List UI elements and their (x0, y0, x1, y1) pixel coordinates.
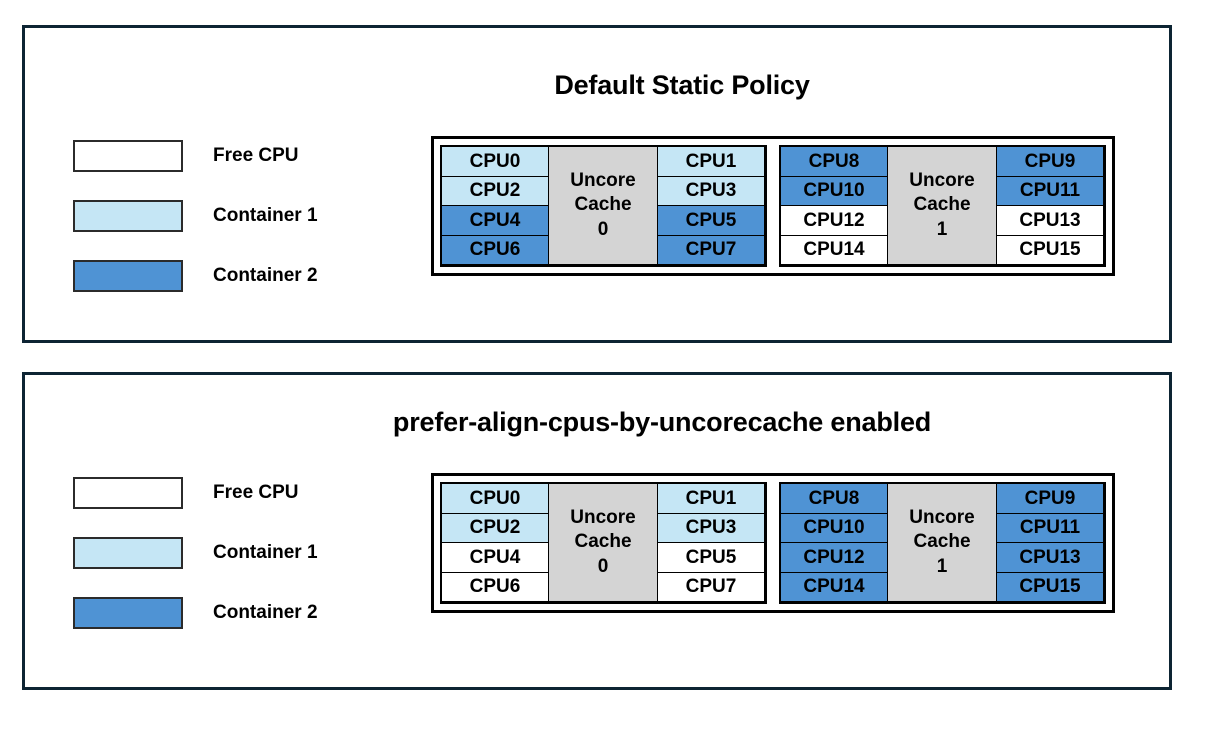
cpu-cell: CPU8 (780, 146, 888, 177)
legend-swatch-free (73, 477, 183, 509)
cpu-cell: CPU10 (780, 512, 888, 543)
cpu-cell: CPU1 (657, 483, 765, 514)
legend-label: Free CPU (213, 145, 299, 166)
cpu-cell: CPU13 (996, 542, 1104, 573)
cpu-cell: CPU15 (996, 234, 1104, 265)
uncore-cache-label-line: 1 (936, 218, 948, 240)
legend-item: Free CPU (73, 463, 318, 523)
cpu-cell: CPU12 (780, 205, 888, 236)
legend-label: Container 1 (213, 205, 318, 226)
uncore-cache-label-line: Uncore (570, 170, 636, 192)
uncore-cache-label-line: 0 (597, 555, 609, 577)
cpu-cell: CPU10 (780, 175, 888, 206)
cpu-cell: CPU9 (996, 146, 1104, 177)
uncore-cache-label-line: Cache (574, 531, 632, 553)
uncore-cache-label-line: Cache (913, 531, 971, 553)
legend-label: Container 1 (213, 542, 318, 563)
cpu-cell: CPU6 (441, 234, 549, 265)
legend-label: Container 2 (213, 602, 318, 623)
legend-swatch-free (73, 140, 183, 172)
legend-item: Container 2 (73, 246, 318, 306)
legend-swatch-container1 (73, 537, 183, 569)
legend-swatch-container2 (73, 597, 183, 629)
cpu-cell: CPU5 (657, 205, 765, 236)
cpu-cell: CPU0 (441, 146, 549, 177)
legend-item: Container 1 (73, 186, 318, 246)
cpu-cell: CPU14 (780, 234, 888, 265)
legend-item: Container 1 (73, 523, 318, 583)
uncore-cache-label-line: Cache (913, 194, 971, 216)
legend: Free CPU Container 1 Container 2 (73, 463, 318, 643)
cpu-cell: CPU7 (657, 234, 765, 265)
cpu-cell: CPU2 (441, 175, 549, 206)
cpu-cell: CPU12 (780, 542, 888, 573)
legend-item: Free CPU (73, 126, 318, 186)
legend-swatch-container2 (73, 260, 183, 292)
cpu-cell: CPU4 (441, 542, 549, 573)
cpu-cell: CPU11 (996, 175, 1104, 206)
uncore-cache-label-line: 0 (597, 218, 609, 240)
legend-item: Container 2 (73, 583, 318, 643)
cpu-cell: CPU13 (996, 205, 1104, 236)
page-title: prefer-align-cpus-by-uncorecache enabled (392, 407, 932, 437)
cpu-cell: CPU8 (780, 483, 888, 514)
diagram-panel-prefer-align-cpus-by-uncorecache: prefer-align-cpus-by-uncorecache enabled… (22, 372, 1172, 690)
cpu-cell: CPU3 (657, 175, 765, 206)
legend-swatch-container1 (73, 200, 183, 232)
cpu-cell: CPU3 (657, 512, 765, 543)
uncore-cache-label-line: Uncore (909, 507, 975, 529)
cpu-cell: CPU4 (441, 205, 549, 236)
cpu-cell: CPU0 (441, 483, 549, 514)
page-title: Default Static Policy (554, 70, 810, 100)
legend: Free CPU Container 1 Container 2 (73, 126, 318, 306)
diagram-panel-default-static-policy: Default Static Policy Free CPU Container … (22, 25, 1172, 343)
cpu-cell: CPU14 (780, 571, 888, 602)
legend-label: Container 2 (213, 265, 318, 286)
uncore-cache-label-line: Cache (574, 194, 632, 216)
legend-label: Free CPU (213, 482, 299, 503)
uncore-cache-label-line: Uncore (909, 170, 975, 192)
cpu-cell: CPU11 (996, 512, 1104, 543)
cpu-cell: CPU2 (441, 512, 549, 543)
cpu-cell: CPU1 (657, 146, 765, 177)
uncore-cache-label-line: 1 (936, 555, 948, 577)
cpu-cell: CPU9 (996, 483, 1104, 514)
cpu-cell: CPU5 (657, 542, 765, 573)
cpu-cell: CPU15 (996, 571, 1104, 602)
cpu-cell: CPU7 (657, 571, 765, 602)
cpu-cell: CPU6 (441, 571, 549, 602)
uncore-cache-label-line: Uncore (570, 507, 636, 529)
